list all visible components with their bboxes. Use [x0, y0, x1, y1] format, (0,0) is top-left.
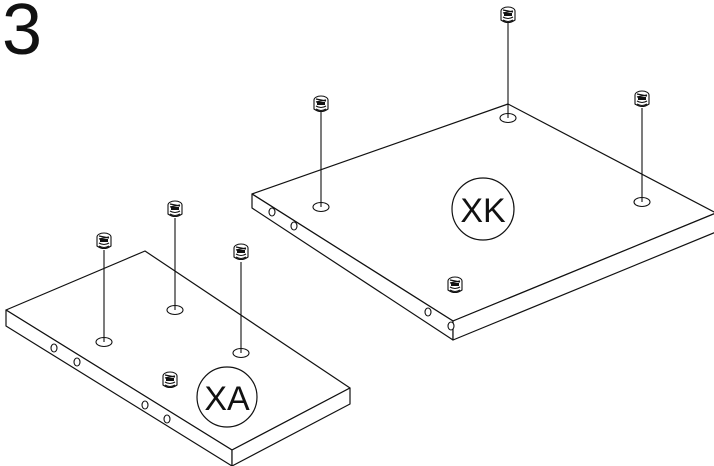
- cam-lock-fitting-icon: [233, 243, 249, 261]
- cam-lock-fitting-icon: [447, 276, 463, 294]
- panel-xk-label-circle: [451, 177, 515, 241]
- cam-lock-fitting-icon: [162, 371, 178, 389]
- step-number: 3: [2, 0, 43, 70]
- cam-lock-fitting-icon: [634, 90, 650, 108]
- cam-lock-fitting-icon: [313, 95, 329, 113]
- panel-xa-label-circle: [196, 366, 258, 428]
- panel-xk: XK: [251, 6, 714, 341]
- panel-xa-label: XA: [204, 380, 250, 418]
- cam-lock-fitting-icon: [96, 232, 112, 250]
- cam-lock-fitting-icon: [500, 6, 516, 24]
- panel-xa: XA: [5, 200, 351, 466]
- cam-lock-fitting-icon: [167, 200, 183, 218]
- panel-xk-label: XK: [460, 192, 506, 230]
